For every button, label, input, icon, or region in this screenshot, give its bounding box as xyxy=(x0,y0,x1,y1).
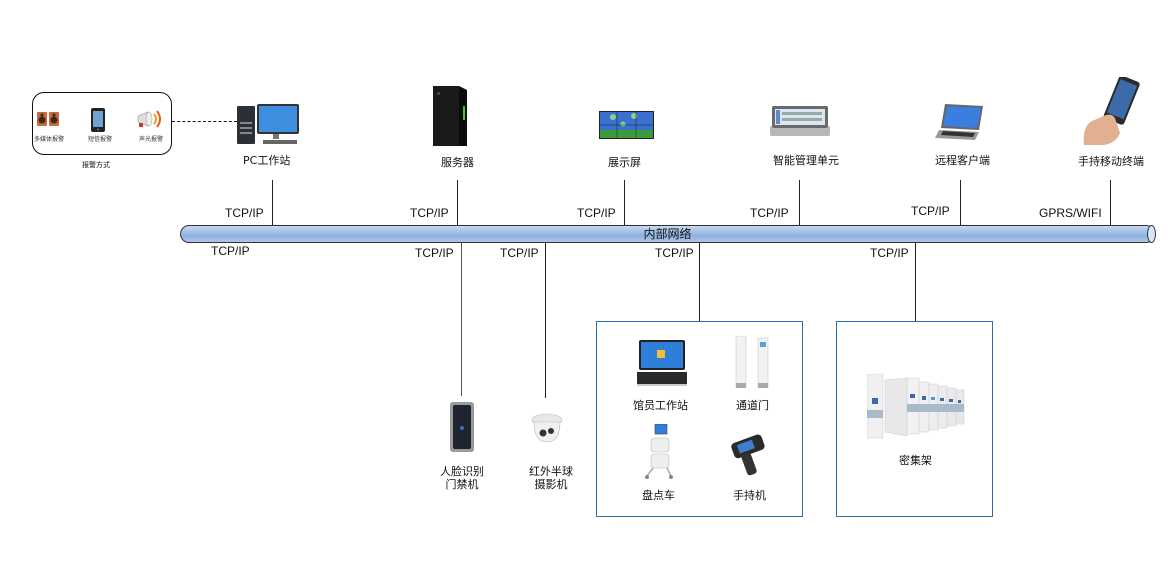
dashed-connector xyxy=(172,121,237,122)
connector-line xyxy=(799,180,800,225)
inventory-cart-icon xyxy=(645,424,673,479)
connector-line xyxy=(1110,180,1111,225)
protocol-label: GPRS/WIFI xyxy=(1039,206,1102,220)
desktop-pc-icon xyxy=(237,104,299,144)
connector-line xyxy=(457,180,458,225)
internal-network-pipe: 内部网络 xyxy=(180,225,1155,243)
device-label-line2: 门禁机 xyxy=(445,478,479,491)
device-label: 手持移动终端 xyxy=(1078,155,1144,168)
handheld-scanner-icon xyxy=(731,434,765,476)
device-label: 密集架 xyxy=(899,454,932,467)
device-label-line1: 人脸识别 xyxy=(440,465,484,478)
alarm-item-label: 短信报警 xyxy=(88,136,113,143)
connector-line xyxy=(915,243,916,321)
control-panel-icon xyxy=(770,106,830,136)
library-equipment-group: 馆员工作站 通道门 盘点车 手持机 xyxy=(596,321,803,517)
alarm-item-label: 声光报警 xyxy=(139,136,164,143)
device-label: 红外半球 摄影机 xyxy=(529,465,573,491)
display-wall-icon xyxy=(599,111,654,139)
protocol-label: TCP/IP xyxy=(577,206,616,220)
connector-line xyxy=(960,180,961,225)
compact-shelving-icon xyxy=(867,374,965,439)
protocol-label: TCP/IP xyxy=(410,206,449,220)
device-label: 人脸识别 门禁机 xyxy=(440,465,484,491)
device-label: PC工作站 xyxy=(243,154,291,167)
pipe-end-cap xyxy=(1147,225,1156,243)
device-label: 展示屏 xyxy=(608,156,641,169)
alarm-methods-box: 多媒体报警 短信报警 声光报警 xyxy=(32,92,172,155)
security-gate-icon xyxy=(735,336,769,388)
face-recognition-icon xyxy=(450,402,474,452)
protocol-label: TCP/IP xyxy=(500,246,539,260)
device-label: 盘点车 xyxy=(642,489,675,502)
protocol-label: TCP/IP xyxy=(225,206,264,220)
device-label: 馆员工作站 xyxy=(633,399,688,412)
server-icon xyxy=(433,86,467,146)
alarm-methods-title: 报警方式 xyxy=(82,161,110,169)
workstation-icon xyxy=(637,340,687,386)
protocol-label: TCP/IP xyxy=(211,244,250,258)
network-label: 内部网络 xyxy=(643,227,692,241)
device-label-line1: 红外半球 xyxy=(529,465,573,478)
connector-line xyxy=(545,243,546,398)
laptop-icon xyxy=(935,104,983,140)
device-label: 智能管理单元 xyxy=(773,154,839,167)
device-label: 远程客户端 xyxy=(935,154,990,167)
protocol-label: TCP/IP xyxy=(415,246,454,260)
dome-camera-icon xyxy=(531,413,563,443)
smartphone-icon xyxy=(1083,77,1140,145)
compact-shelving-group: 密集架 xyxy=(836,321,993,517)
device-label: 手持机 xyxy=(733,489,766,502)
connector-line xyxy=(272,180,273,225)
protocol-label: TCP/IP xyxy=(655,246,694,260)
speaker-icon xyxy=(37,112,59,126)
device-label: 通道门 xyxy=(736,399,769,412)
alarm-item-label: 多媒体报警 xyxy=(34,136,65,143)
device-label: 服务器 xyxy=(441,156,474,169)
protocol-label: TCP/IP xyxy=(911,204,950,218)
siren-icon xyxy=(137,110,161,128)
connector-line xyxy=(699,243,700,321)
device-label-line2: 摄影机 xyxy=(534,478,568,491)
protocol-label: TCP/IP xyxy=(750,206,789,220)
phone-icon xyxy=(91,108,105,132)
connector-line xyxy=(461,243,462,396)
connector-line xyxy=(624,180,625,225)
protocol-label: TCP/IP xyxy=(870,246,909,260)
